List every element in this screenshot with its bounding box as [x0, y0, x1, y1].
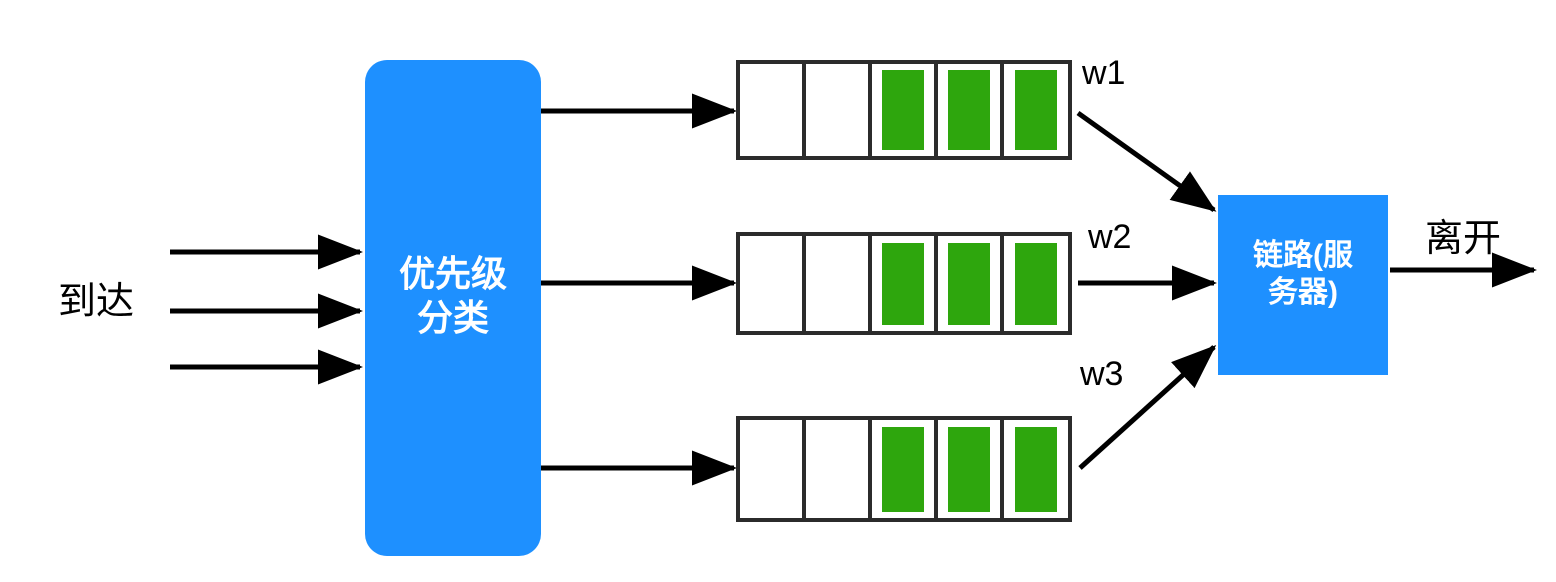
queue-1-packet-3	[1015, 70, 1057, 150]
queue-to-server-arrows	[1076, 110, 1218, 470]
queue-2-cell-1	[736, 232, 806, 335]
queue-1-packet-2	[948, 70, 990, 150]
queue-3-packet-1	[882, 427, 924, 512]
classifier-node[interactable]	[365, 60, 541, 556]
queue-2-packet-3	[1015, 243, 1057, 325]
queue-3-packet-2	[948, 427, 990, 512]
queue-2-weight-label: w2	[1088, 218, 1132, 256]
queue-2-packet-2	[948, 243, 990, 325]
queue-1-cell-1	[736, 60, 806, 160]
server-node[interactable]	[1218, 195, 1388, 375]
queue-2-cell-2	[802, 232, 872, 335]
arrival-arrows	[170, 234, 364, 385]
queue-3-to-server-arrow	[1078, 344, 1217, 470]
queue-3-weight-label: w3	[1080, 355, 1124, 393]
queue-1[interactable]	[736, 60, 1072, 160]
queue-1-to-server-arrow	[1076, 110, 1217, 213]
queue-3-cell-1	[736, 416, 806, 522]
queue-3-cell-2	[802, 416, 872, 522]
queue-1-cell-2	[802, 60, 872, 160]
queue-3[interactable]	[736, 416, 1072, 522]
queue-1-weight-label: w1	[1082, 54, 1126, 92]
queue-3-packet-3	[1015, 427, 1057, 512]
arrival-label: 到达	[57, 281, 134, 323]
queue-2[interactable]	[736, 232, 1072, 335]
queue-1-packet-1	[882, 70, 924, 150]
classifier-to-queue-arrows	[541, 93, 738, 486]
queue-2-packet-1	[882, 243, 924, 325]
departure-label: 离开	[1424, 218, 1501, 260]
